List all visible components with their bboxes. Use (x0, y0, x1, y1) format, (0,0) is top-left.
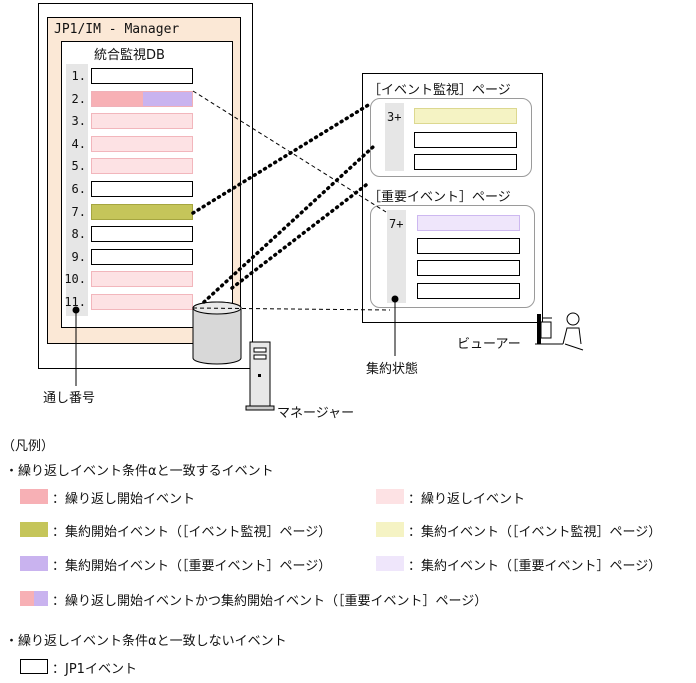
serial-number-strip (66, 64, 88, 316)
db-row-number: 6. (71, 182, 86, 196)
db-event-row (91, 249, 193, 265)
db-row-number: 8. (71, 227, 86, 241)
db-row-number: 4. (71, 137, 86, 151)
db-row-number: 9. (71, 250, 86, 264)
db-event-row (91, 136, 193, 152)
legend-nonmatch-heading: ・繰り返しイベント条件αと一致しないイベント (5, 634, 287, 649)
important-event-page-label: ［重要イベント］ページ (368, 190, 511, 205)
event-page-strip (385, 103, 404, 171)
event-monitoring-page-label: ［イベント監視］ページ (368, 83, 511, 98)
legend-swatch (20, 556, 48, 571)
db-event-row (91, 271, 193, 287)
legend-swatch (376, 522, 404, 537)
viewer-label: ビューアー (457, 337, 521, 352)
aggregation-state-label: 集約状態 (366, 362, 419, 377)
event-row (417, 260, 520, 276)
legend-item-label: ：繰り返しイベント (408, 492, 526, 507)
legend-item-label: ：繰り返し開始イベントかつ集約開始イベント（［重要イベント］ページ） (52, 594, 488, 609)
important-page-strip (387, 210, 406, 303)
db-row-number: 10. (64, 272, 86, 286)
legend-swatch (20, 489, 48, 504)
db-event-row (91, 158, 193, 174)
aggregated-event-row (414, 108, 517, 124)
viewer-user-icon (535, 312, 584, 351)
event-row (414, 132, 517, 148)
aggregated-event-row (417, 215, 520, 231)
important-page-count: 7+ (389, 217, 404, 231)
db-row-number: 11. (64, 295, 86, 309)
legend-swatch-jp1-event (20, 659, 48, 674)
legend-swatch (376, 556, 404, 571)
manager-title: JP1/IM - Manager (54, 22, 180, 37)
dashed-link-row2-to-important (192, 90, 387, 213)
event-page-count: 3+ (387, 110, 402, 124)
dotted-link-row7-to-event-page (191, 102, 372, 215)
legend-item-label: ：集約開始イベント（［イベント監視］ページ） (52, 525, 332, 540)
legend-title: （凡例） (2, 439, 55, 454)
legend-swatch (20, 522, 48, 537)
db-event-row (91, 294, 193, 310)
dotted-link-row11-to-event-page (202, 145, 375, 304)
legend-jp1-event: ：JP1イベント (52, 662, 137, 677)
dotted-link-db-to-important-page (230, 183, 368, 290)
db-event-row (91, 91, 193, 107)
serial-number-label: 通し番号 (43, 391, 96, 406)
legend-item-label: ：集約イベント（［イベント監視］ページ） (408, 525, 662, 540)
legend-item-label: ：繰り返し開始イベント (52, 492, 196, 507)
legend-swatch (20, 591, 48, 606)
db-row-number: 1. (71, 69, 86, 83)
legend-item-label: ：集約開始イベント（［重要イベント］ページ） (52, 559, 332, 574)
event-row (414, 154, 517, 170)
dashed-link-row11-to-important (192, 307, 391, 311)
db-event-row (91, 181, 193, 197)
db-row-number: 3. (71, 114, 86, 128)
db-label: 統合監視DB (94, 48, 165, 63)
legend-item-label: ：集約イベント（［重要イベント］ページ） (408, 559, 662, 574)
db-row-number: 7. (71, 205, 86, 219)
db-row-number: 5. (71, 159, 86, 173)
db-event-row (91, 226, 193, 242)
event-row (417, 283, 520, 299)
db-row-number: 2. (71, 92, 86, 106)
db-event-row (91, 68, 193, 84)
legend-match-heading: ・繰り返しイベント条件αと一致するイベント (5, 464, 274, 479)
server-tower-icon (245, 341, 275, 411)
legend-swatch (376, 489, 404, 504)
manager-label: マネージャー (277, 406, 355, 421)
event-row (417, 238, 520, 254)
db-event-row (91, 113, 193, 129)
